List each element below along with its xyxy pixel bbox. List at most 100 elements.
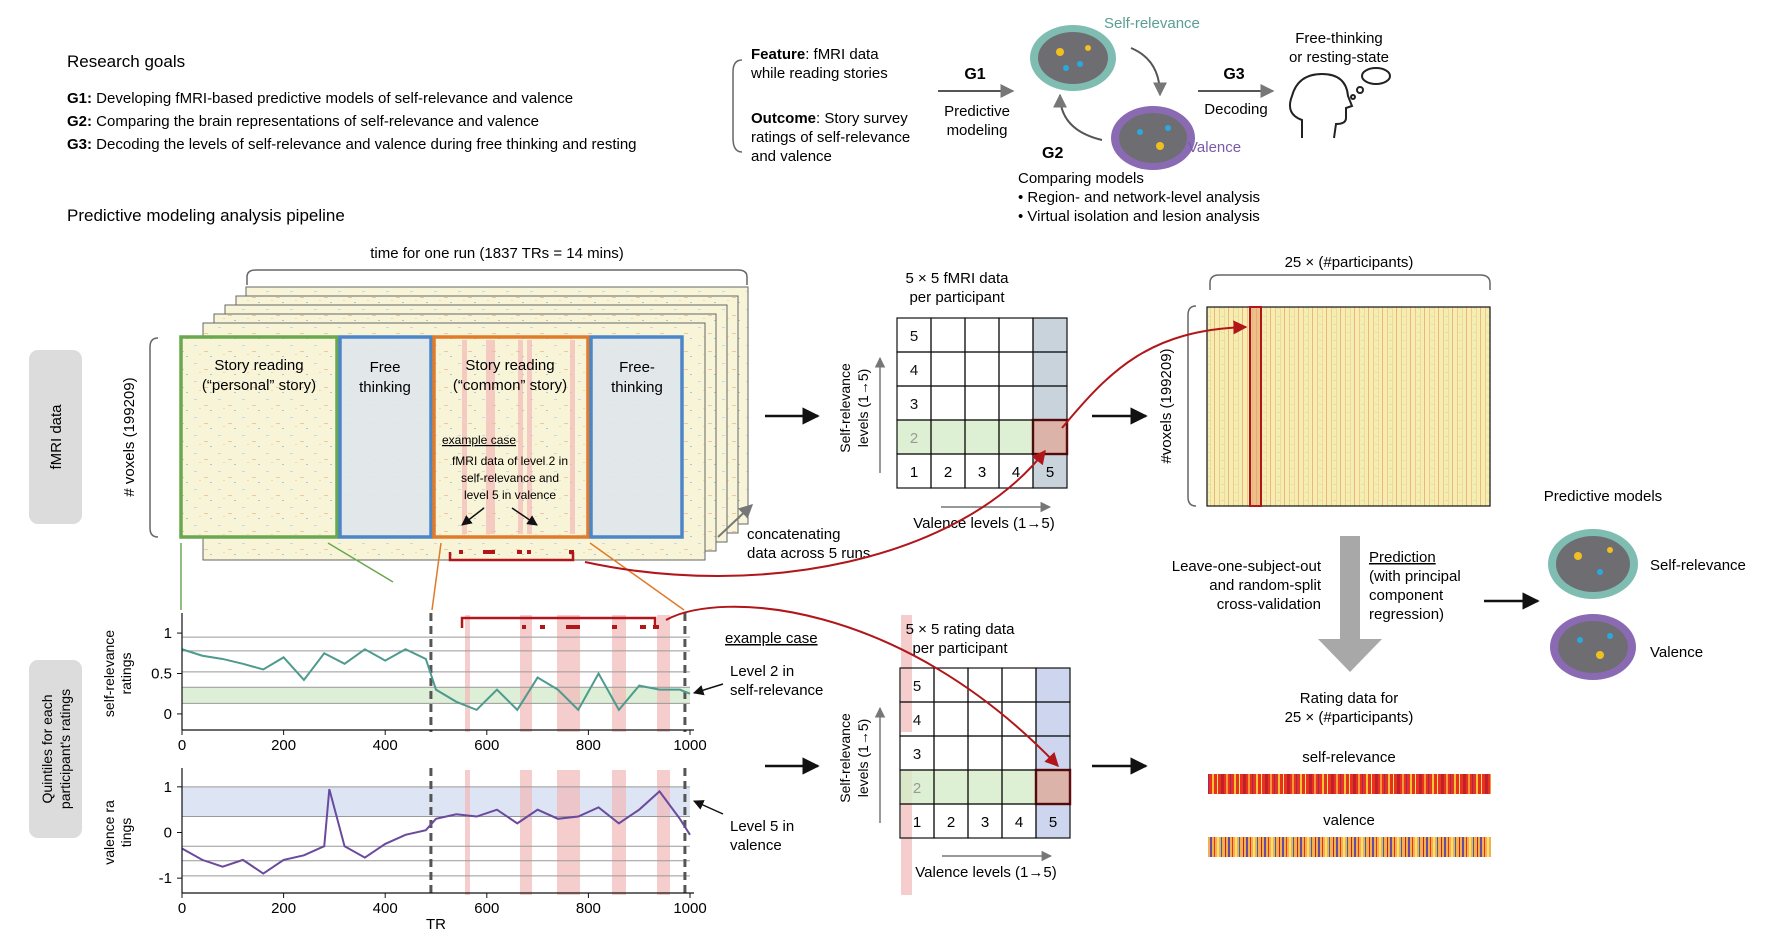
pipeline-title: Predictive modeling analysis pipeline [67,206,345,225]
grid-row-label: 2 [913,780,921,797]
x-tick-label: 800 [576,900,601,917]
brain-selfrel-model-icon [1548,529,1638,599]
concat-line2: data across 5 runs [747,545,870,562]
red-arrow-cell-to-matrix [1061,320,1248,429]
grid-col-label: 2 [944,464,952,481]
voxel-bracket [149,337,159,538]
example-strip [901,770,912,895]
cycle-arrow-right [1130,47,1167,97]
connector-orange-right [589,542,685,611]
concat-line1: concatenating [747,526,840,543]
prediction-line3: regression) [1369,606,1444,623]
grid-cell [964,385,1000,421]
concat-arrow [717,504,754,538]
selfrel-label-top: Self-relevance [1104,15,1200,32]
example-line3: level 5 in valence [464,488,556,502]
grid-target-cell [1034,768,1072,806]
goal-g1-tag: G1: [67,90,92,107]
block1-line2: (“personal” story) [202,377,316,394]
cv-line3: cross-validation [1217,596,1321,613]
cv-line1: Leave-one-subject-out [1172,558,1322,575]
grid-cell [967,701,1003,737]
rating-grid-xlabel: Valence levels (1→5) [915,864,1056,881]
prediction-line2: component [1369,587,1444,604]
prediction-line1: (with principal [1369,568,1461,585]
x-tick-label: 400 [373,900,398,917]
grid-cell [967,667,1003,703]
x-tick-label: 600 [474,900,499,917]
g2-label: G2 [1042,145,1063,162]
rating-grid-title-line2: per participant [912,640,1008,657]
outcome-line3: and valence [751,148,832,165]
grid-col-label: 4 [1015,814,1023,831]
g3-label: G3 [1223,66,1244,83]
grid-cell [998,351,1034,387]
level5-line2: valence [730,837,782,854]
example-strip [465,615,470,732]
series-line [181,648,691,712]
selection-tick [612,625,617,629]
run-time-bracket [246,269,748,285]
g2-bullet1: • Region- and network-level analysis [1018,189,1260,206]
grid-cell [930,385,966,421]
x-tick-label: 1000 [673,900,706,917]
selection-tick [640,625,646,629]
grid-row-label: 5 [913,678,921,695]
rating-grid-ylabel-2: levels (1→5) [855,719,871,798]
block1-line1: Story reading [214,357,303,374]
grid-col-label: 2 [947,814,955,831]
red-arrow-ratings-to-cell [665,605,1059,768]
grid-col-label: 3 [981,814,989,831]
grid-col-label: 4 [1012,464,1020,481]
x-tick-label: 0 [178,737,186,754]
head-icon [1289,67,1391,139]
selection-ticks-fmri [459,550,574,554]
free-thinking-line2: or resting-state [1289,49,1389,66]
goal-g3: G3: Decoding the levels of self-relevanc… [67,136,637,153]
fmri-side-tab [29,350,82,524]
example-strip [520,615,532,732]
grid-cell [1035,803,1071,839]
red-arrow-fmri-to-cell [584,449,1046,577]
grid-row-label: 2 [910,430,918,447]
y-tick-label: 1 [164,779,172,796]
grid-cell [933,701,969,737]
grid-row-label: 4 [913,712,921,729]
block4-line1: Free- [619,359,655,376]
goal-g2: G2: Comparing the brain representations … [67,113,539,130]
rating-data-title-1: Rating data for [1300,690,1398,707]
x-tick-label: 200 [271,900,296,917]
goal-g3-text: Decoding the levels of self-relevance an… [92,136,637,153]
example-highlight-strips [462,340,575,534]
selection-bracket-ratings [460,616,657,628]
selection-tick [566,625,580,629]
grid-cell [964,317,1000,353]
voxel-axis-label: # voxels (199209) [121,377,138,496]
example-arrow-left [461,507,485,526]
grid-row-label: 5 [910,328,918,345]
valence-label-top: Valence [1188,139,1241,156]
rating-grid-ylabel-1: Self-relevance [837,713,853,803]
brain-selfrel-top-icon [1030,25,1116,91]
g1-label: G1 [964,66,985,83]
grid-cell [1001,667,1037,703]
bar-label-valence: valence [1323,812,1375,829]
block3-line1: Story reading [465,357,554,374]
grid-column-highlight [1036,668,1070,838]
fmri-grid-title-line2: per participant [909,289,1005,306]
goal-g2-text: Comparing the brain representations of s… [92,113,539,130]
matrix-left-bracket [1187,305,1197,507]
matrix-title: 25 × (#participants) [1285,254,1414,271]
grid-col-label: 5 [1046,464,1054,481]
example-strip [520,770,532,895]
prediction-title: Prediction [1369,549,1436,566]
g2-title: Comparing models [1018,170,1144,187]
g1-line2: modeling [947,122,1008,139]
matrix-ylabel: #voxels (199209) [1158,348,1175,463]
block2-line1: Free [370,359,401,376]
example-case-label-2: example case [725,630,818,647]
block-free-thinking-1 [338,335,433,539]
matrix-selected-column [1249,306,1262,507]
